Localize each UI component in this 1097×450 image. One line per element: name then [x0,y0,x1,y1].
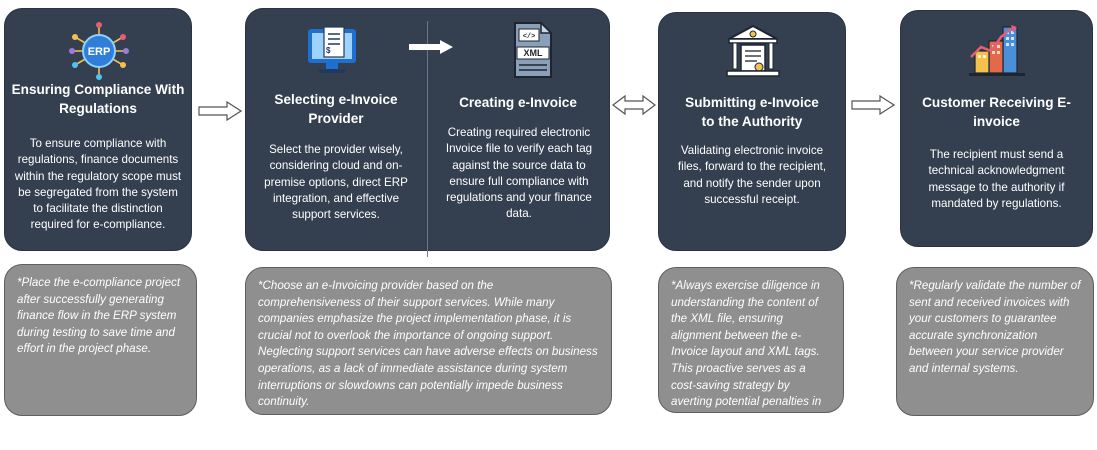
note-box-provider: *Choose an e-Invoicing provider based on… [245,267,612,415]
svg-text:$: $ [326,46,331,55]
erp-network-icon: ERP [69,22,129,80]
step-title: Selecting e-Invoice Provider [274,92,398,126]
step-body: The recipient must send a technical ackn… [928,148,1065,210]
step-title: Ensuring Compliance With Regulations [11,82,185,116]
note-box-customer: *Regularly validate the number of sent a… [896,267,1094,416]
right-arrow-icon [851,94,895,116]
step-title: Creating e-Invoice [459,95,577,110]
svg-text:</>: </> [523,33,536,41]
double-arrow-icon [612,94,656,116]
step-card-customer: Customer Receiving E-invoice The recipie… [900,10,1093,247]
note-box-submitting: *Always exercise diligence in understand… [658,267,844,425]
right-arrow-icon [409,40,453,54]
step-card-submitting: Submitting e-Invoice to the Authority Va… [658,12,846,251]
city-growth-icon [969,25,1025,76]
step-body: To ensure compliance with regulations, f… [14,137,182,232]
xml-icon-label: XML [524,48,544,58]
step-body: Validating electronic invoice files, for… [677,144,827,206]
step-title: Customer Receiving E-invoice [922,95,1071,129]
step-card-provider-creating: $ </> XML Selecting e-Invoice Provider S… [245,8,610,257]
right-arrow-icon [198,100,242,122]
step-body: Creating required electronic Invoice fil… [445,126,593,221]
step-card-compliance: ERP Ensuring Compliance With Regulations… [4,8,192,251]
erp-icon-label: ERP [88,46,111,58]
card-divider [427,21,428,257]
xml-file-icon: </> XML [514,21,553,78]
monitor-invoice-icon: $ [308,26,356,73]
step-body: Select the provider wisely, considering … [264,143,408,222]
step-title: Submitting e-Invoice to the Authority [685,95,819,129]
authority-building-icon [726,24,780,77]
note-box-compliance: *Place the e-compliance project after su… [4,264,197,416]
